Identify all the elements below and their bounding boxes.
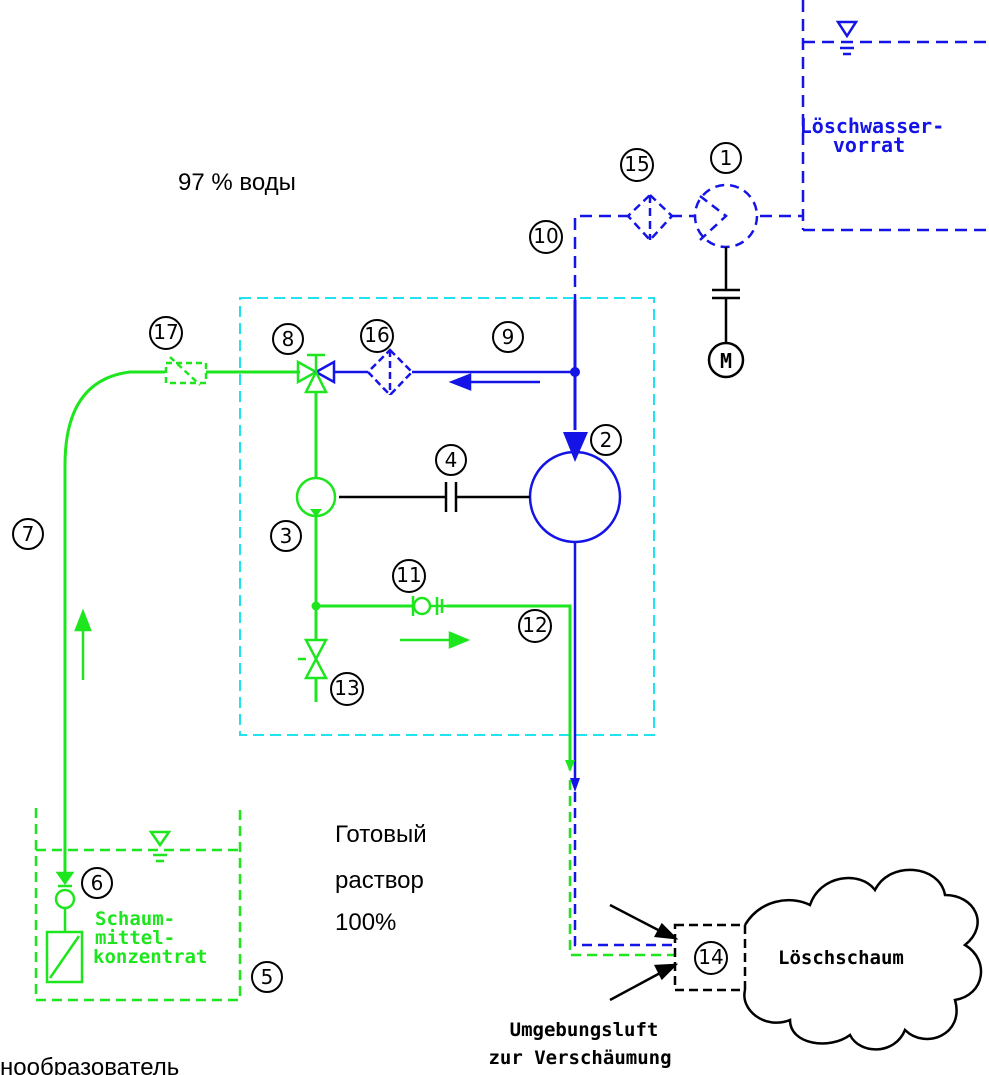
concentrate-line-dashed (568, 780, 675, 957)
filter-15-symbol (626, 193, 674, 242)
svg-text:4: 4 (445, 448, 458, 472)
water-reservoir (801, 0, 989, 232)
motor-label: M (720, 349, 732, 373)
ambient-air-label-line1: Umgebungsluft (510, 1019, 659, 1041)
marker-12: 12 (518, 609, 552, 643)
svg-text:12: 12 (522, 613, 547, 637)
svg-text:13: 13 (334, 676, 359, 700)
marker-9: 9 (492, 321, 524, 353)
flow-arrow-water-left (448, 373, 540, 391)
svg-text:14: 14 (698, 945, 723, 969)
svg-text:15: 15 (624, 152, 649, 176)
marker-1: 1 (710, 142, 742, 174)
marker-16: 16 (360, 319, 394, 353)
foam-generator-14-symbol (673, 923, 747, 992)
check-valve-11-symbol (411, 596, 447, 616)
marker-10: 10 (529, 220, 563, 254)
ready-solution-line2: раствор (335, 867, 424, 894)
solution-arrow (570, 778, 580, 792)
foam-label: Löschschaum (778, 947, 904, 969)
water-reservoir-label-line2: vorrat (833, 133, 905, 157)
coupling-4-symbol (339, 482, 530, 512)
filter-17-symbol (164, 356, 208, 386)
concentrate-label-line1: Schaum- (95, 908, 175, 930)
filter-16-symbol (366, 348, 414, 397)
svg-text:16: 16 (364, 323, 389, 347)
concentrate-label-line2: mittel- (95, 927, 175, 949)
solution-line-dashed (573, 792, 675, 947)
water-reservoir-label-line1: Löschwasser- (800, 114, 945, 138)
svg-text:7: 7 (22, 522, 35, 546)
ready-solution-line3: 100% (335, 909, 396, 936)
marker-4: 4 (435, 444, 467, 476)
water-motor-2-symbol (528, 450, 622, 544)
marker-2: 2 (590, 424, 622, 456)
marker-8: 8 (272, 323, 304, 355)
marker-6: 6 (81, 867, 113, 899)
ambient-air-label-line2: zur Verschäumung (488, 1047, 671, 1069)
motor-shaft (707, 247, 745, 379)
marker-7: 7 (12, 518, 44, 550)
concentrate-tank (34, 808, 242, 1002)
marker-3: 3 (270, 520, 302, 552)
valve-8-symbol (296, 353, 336, 394)
pump-3-arrow (310, 509, 322, 517)
svg-text:8: 8 (282, 327, 295, 351)
svg-text:10: 10 (533, 224, 558, 248)
flow-arrow-concentrate-up (74, 608, 92, 680)
air-inlet-arrows (609, 903, 679, 1002)
concentrate-junction (311, 601, 321, 611)
svg-text:6: 6 (91, 871, 104, 895)
svg-text:2: 2 (600, 428, 613, 452)
svg-text:5: 5 (261, 965, 274, 989)
proportioner-frame (239, 297, 655, 736)
ready-solution-line1: Готовый (335, 821, 427, 848)
water-level-symbol (835, 20, 859, 56)
svg-text:1: 1 (720, 146, 733, 170)
concentrate-level-symbol (148, 830, 172, 863)
marker-5: 5 (251, 961, 283, 993)
svg-text:11: 11 (396, 563, 421, 587)
concentrate-label-line3: konzentrat (93, 946, 207, 968)
svg-text:3: 3 (280, 524, 293, 548)
marker-17: 17 (149, 316, 183, 350)
water-pump-1-symbol (693, 183, 759, 249)
water-share-annotation: 97 % воды (178, 169, 296, 196)
marker-14: 14 (694, 941, 728, 975)
flow-arrow-water-down (563, 432, 588, 462)
marker-13: 13 (330, 672, 364, 706)
foam-cloud (743, 868, 983, 1051)
svg-text:17: 17 (153, 320, 178, 344)
flow-arrow-concentrate-right (400, 631, 471, 649)
marker-15: 15 (620, 148, 654, 182)
water-junction (570, 367, 580, 377)
svg-text:9: 9 (502, 325, 515, 349)
valve-13-symbol (298, 638, 329, 680)
foot-valve-6-symbol (45, 871, 84, 984)
marker-11: 11 (392, 559, 426, 593)
concentrate-line (63, 370, 572, 873)
water-supply-line (573, 214, 803, 300)
foam-generator-annotation: нообразователь (0, 1054, 179, 1075)
concentrate-arrow (565, 760, 575, 772)
